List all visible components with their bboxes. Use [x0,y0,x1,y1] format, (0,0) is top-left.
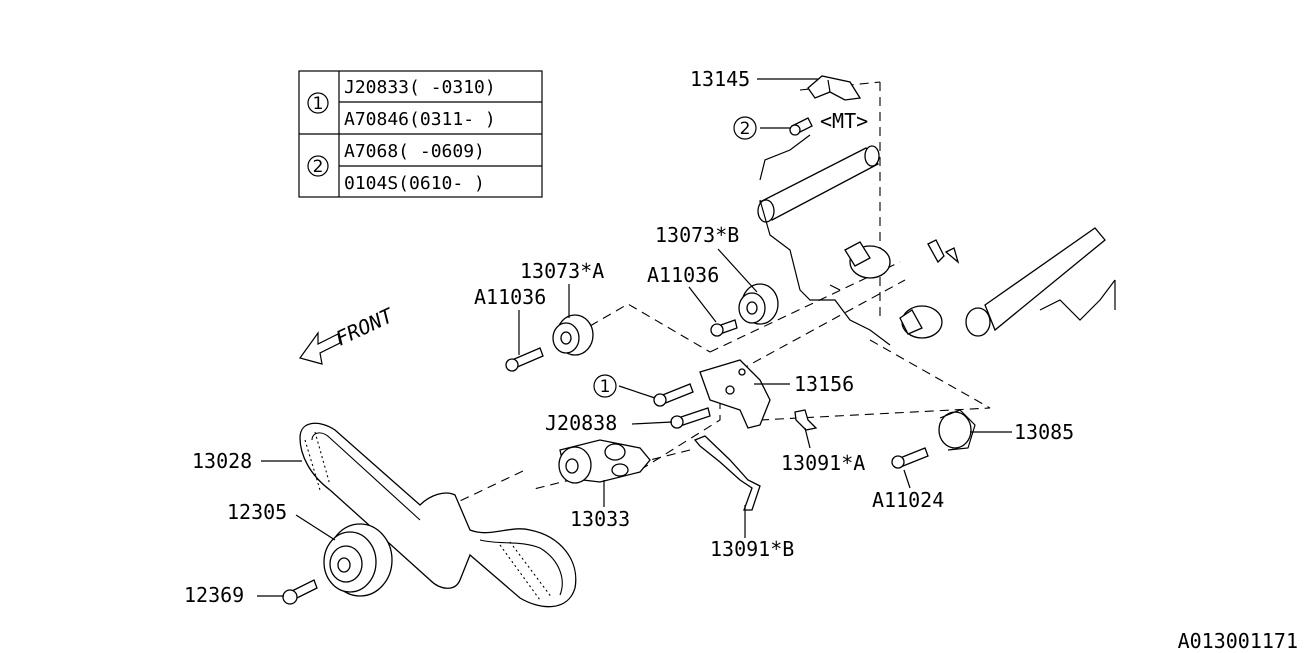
leader-lines [257,78,1012,597]
engine-outline [759,199,891,346]
bolt-a11036-right [710,319,738,337]
svg-text:1: 1 [313,94,324,114]
label-j20838: J20838 [545,411,617,435]
table-row-2b: 0104S(0610- ) [344,173,485,194]
camshaft-right [965,227,1116,337]
bracket-13156 [699,359,771,429]
label-13156: 13156 [794,372,854,396]
label-12305: 12305 [227,500,287,524]
bracket-13091A [794,409,818,431]
small-clip-right [927,239,960,264]
label-13028: 13028 [192,449,252,473]
label-13091B: 13091*B [710,537,794,561]
crank-pulley-12305 [323,523,393,597]
label-13145: 13145 [690,67,750,91]
cover-13145 [807,75,862,101]
label-13073A: 13073*A [520,259,604,283]
idler-13085 [938,409,976,451]
table-row-2a: A7068( -0609) [344,141,485,162]
idler-upper [844,241,891,279]
table-row-1a: J20833( -0310) [344,77,496,98]
camshaft-upper [757,134,880,223]
label-13091A: 13091*A [781,451,865,475]
figure-code: A013001171 [1178,629,1298,653]
pulley-13073B [738,283,779,325]
table-group-1-marker: 1 [307,92,329,114]
pulley-13073A [552,314,594,356]
bolt-2 [789,117,813,136]
svg-text:1: 1 [600,377,611,397]
label-13073B: 13073*B [655,223,739,247]
bolt-12369 [282,579,318,605]
timing-belt-13028 [299,422,577,608]
label-13033: 13033 [570,507,630,531]
bolt-1 [653,383,694,407]
bracket-13091B [693,435,761,511]
bolt-a11024 [891,447,929,469]
svg-text:2: 2 [313,157,324,177]
idler-right [899,305,943,339]
label-a11036-left: A11036 [474,285,546,309]
front-arrow: FRONT [299,303,398,365]
label-a11036-right: A11036 [647,263,719,287]
bolt-j20838 [670,407,711,429]
table-row-1b: A70846(0311- ) [344,109,496,130]
label-mt: <MT> [820,109,868,133]
label-bolt-2: 2 [733,116,757,140]
label-12369: 12369 [184,583,244,607]
parts-table: 1 2 J20833( -0310) A70846(0311- ) A7068(… [298,70,543,198]
svg-text:2: 2 [740,119,751,139]
tensioner-13033 [558,439,651,484]
table-group-2-marker: 2 [307,155,329,177]
bolt-a11036-left [505,347,544,372]
label-13085: 13085 [1014,420,1074,444]
label-a11024: A11024 [872,488,944,512]
label-bolt-1: 1 [593,374,617,398]
svg-text:FRONT: FRONT [332,303,398,351]
